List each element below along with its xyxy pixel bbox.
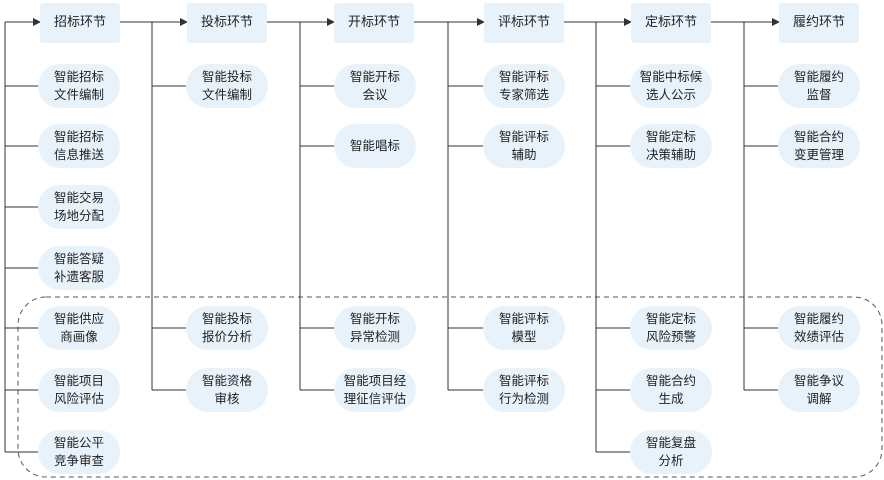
step-node: 智能定标 风险预警: [630, 306, 712, 350]
step-node: 智能履约 效绩评估: [778, 306, 860, 350]
step-label: 智能合约 变更管理: [793, 129, 844, 162]
step-node: 智能招标 文件编制: [38, 64, 120, 108]
step-node: 智能评标 行为检测: [483, 368, 565, 412]
step-label: 智能评标 辅助: [498, 129, 549, 162]
step-label: 智能开标 异常检测: [349, 311, 400, 344]
step-label: 智能交易 场地分配: [53, 190, 104, 223]
step-node: 智能复盘 分析: [630, 430, 712, 474]
step-node: 智能唱标: [334, 124, 416, 168]
step-label: 智能公平 竞争审查: [53, 435, 104, 468]
step-label: 智能定标 风险预警: [645, 311, 696, 344]
step-node: 智能定标 决策辅助: [630, 124, 712, 168]
step-node: 智能开标 会议: [334, 64, 416, 108]
step-node: 智能招标 信息推送: [38, 124, 120, 168]
step-node: 智能项目经 理征信评估: [334, 368, 416, 412]
step-label: 智能资格 审核: [201, 373, 252, 406]
step-node: 智能合约 变更管理: [778, 124, 860, 168]
stage-label: 定标环节: [644, 15, 697, 30]
step-label: 智能争议 调解: [793, 373, 844, 406]
step-node: 智能评标 模型: [483, 306, 565, 350]
step-node: 智能公平 竞争审查: [38, 430, 120, 474]
step-label: 智能开标 会议: [349, 69, 400, 102]
step-label: 智能合约 生成: [645, 373, 696, 406]
step-label: 智能招标 信息推送: [53, 129, 104, 162]
step-node: 智能项目 风险评估: [38, 368, 120, 412]
step-label: 智能履约 效绩评估: [793, 311, 844, 344]
dashed-group-outline: [17, 296, 883, 478]
step-label: 智能供应 商画像: [53, 311, 104, 344]
step-label: 智能投标 报价分析: [201, 311, 252, 344]
stage-label: 履约环节: [792, 15, 845, 30]
step-node: 智能供应 商画像: [38, 306, 120, 350]
step-node: 智能评标 专家筛选: [483, 64, 565, 108]
stage-label: 开标环节: [347, 15, 400, 30]
stage-label: 投标环节: [200, 15, 253, 30]
step-node: 智能评标 辅助: [483, 124, 565, 168]
step-label: 智能项目经 理征信评估: [343, 373, 407, 406]
step-label: 智能中标候 选人公示: [639, 69, 703, 102]
step-label: 智能答疑 补遗客服: [53, 251, 104, 284]
step-node: 智能履约 监督: [778, 64, 860, 108]
step-label: 智能履约 监督: [793, 69, 844, 102]
step-label: 智能复盘 分析: [645, 435, 696, 468]
step-node: 智能投标 文件编制: [186, 64, 268, 108]
step-node: 智能资格 审核: [186, 368, 268, 412]
step-label: 智能唱标: [349, 138, 400, 153]
stage-box: 投标环节: [187, 3, 267, 43]
stage-box: 开标环节: [334, 3, 414, 43]
stage-box: 履约环节: [779, 3, 859, 43]
stage-box: 定标环节: [631, 3, 711, 43]
step-node: 智能投标 报价分析: [186, 306, 268, 350]
step-node: 智能交易 场地分配: [38, 185, 120, 229]
step-label: 智能评标 行为检测: [498, 373, 549, 406]
step-label: 智能招标 文件编制: [53, 69, 104, 102]
stage-label: 招标环节: [53, 15, 106, 30]
stage-label: 评标环节: [497, 15, 550, 30]
step-label: 智能投标 文件编制: [201, 69, 252, 102]
step-node: 智能开标 异常检测: [334, 306, 416, 350]
step-node: 智能中标候 选人公示: [630, 64, 712, 108]
stage-box: 评标环节: [484, 3, 564, 43]
step-node: 智能合约 生成: [630, 368, 712, 412]
step-label: 智能项目 风险评估: [53, 373, 104, 406]
step-node: 智能答疑 补遗客服: [38, 246, 120, 290]
step-label: 智能评标 模型: [498, 311, 549, 344]
step-label: 智能定标 决策辅助: [645, 129, 696, 162]
step-node: 智能争议 调解: [778, 368, 860, 412]
stage-box: 招标环节: [40, 3, 120, 43]
step-label: 智能评标 专家筛选: [498, 69, 549, 102]
